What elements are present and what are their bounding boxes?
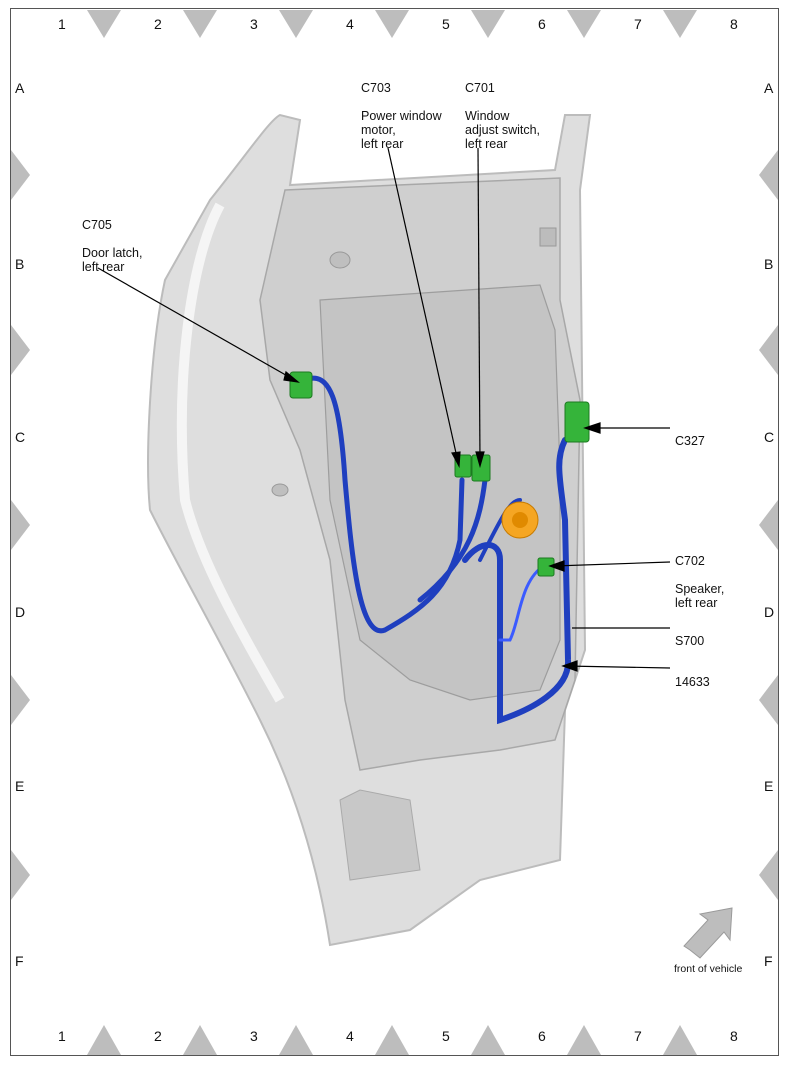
col-label-bottom: 2 — [154, 1028, 162, 1044]
row-label-right: C — [764, 429, 775, 445]
callout-id: C703 — [361, 81, 391, 95]
marker-bottom — [471, 1025, 505, 1055]
grid-markers — [11, 10, 778, 1055]
marker-right — [759, 150, 778, 200]
marker-top — [375, 10, 409, 38]
marker-top — [567, 10, 601, 38]
row-label-left: D — [15, 604, 26, 620]
marker-left — [11, 500, 30, 550]
lower-pocket — [339, 789, 421, 881]
row-label-left: E — [15, 778, 25, 794]
marker-right — [759, 325, 778, 375]
callout-c703: C703 Power window motor, left rear — [361, 67, 442, 165]
callout-s700: S700 — [675, 620, 704, 662]
col-label-top: 7 — [634, 16, 642, 32]
marker-left — [11, 675, 30, 725]
harness-branch-latch — [302, 375, 465, 634]
callout-14633: 14633 — [675, 661, 710, 703]
callout-id: 14633 — [675, 675, 710, 689]
connectors — [289, 371, 590, 577]
door-edge-highlight — [176, 202, 285, 703]
callout-desc: Speaker, left rear — [675, 582, 725, 610]
col-label-bottom: 7 — [634, 1028, 642, 1044]
marker-bottom — [375, 1025, 409, 1055]
marker-bottom — [183, 1025, 217, 1055]
marker-left — [11, 325, 30, 375]
leader-c701 — [477, 147, 481, 463]
marker-top — [663, 10, 697, 38]
callout-id: C327 — [675, 434, 705, 448]
callout-c702: C702 Speaker, left rear — [675, 540, 724, 624]
col-label-top: 4 — [346, 16, 354, 32]
row-label-left: C — [15, 429, 26, 445]
row-label-right: A — [764, 80, 774, 96]
col-label-top: 6 — [538, 16, 546, 32]
col-label-bottom: 1 — [58, 1028, 66, 1044]
bracket — [539, 227, 557, 247]
col-label-bottom: 6 — [538, 1028, 546, 1044]
leader-c702 — [553, 561, 671, 567]
marker-top — [183, 10, 217, 38]
col-label-top: 5 — [442, 16, 450, 32]
col-label-top: 2 — [154, 16, 162, 32]
row-label-right: E — [764, 778, 774, 794]
col-label-bottom: 3 — [250, 1028, 258, 1044]
col-label-bottom: 8 — [730, 1028, 738, 1044]
marker-bottom — [279, 1025, 313, 1055]
col-label-bottom: 5 — [442, 1028, 450, 1044]
leader-14633 — [565, 665, 671, 669]
callout-id: C701 — [465, 81, 495, 95]
marker-right — [759, 500, 778, 550]
marker-top — [87, 10, 121, 38]
callout-id: C705 — [82, 218, 112, 232]
harness-main — [462, 437, 572, 725]
marker-bottom — [87, 1025, 121, 1055]
col-label-top: 1 — [58, 16, 66, 32]
leader-c705 — [97, 267, 299, 383]
marker-right — [759, 850, 778, 900]
marker-top — [471, 10, 505, 38]
connector-c327 — [564, 401, 590, 443]
row-label-right: D — [764, 604, 775, 620]
connector-c705 — [289, 371, 313, 399]
mount-hole — [329, 251, 351, 269]
front-arrow-icon — [683, 907, 733, 959]
harness-branch-switch — [417, 477, 488, 603]
col-label-top: 8 — [730, 16, 738, 32]
speaker-cone — [512, 512, 528, 528]
callout-desc: Power window motor, left rear — [361, 109, 442, 151]
marker-right — [759, 675, 778, 725]
harness-branch-speaker — [498, 563, 547, 642]
leader-c703 — [387, 147, 459, 463]
callout-desc: Door latch, left rear — [82, 246, 143, 274]
marker-bottom — [663, 1025, 697, 1055]
marker-top — [279, 10, 313, 38]
callout-c705: C705 Door latch, left rear — [82, 204, 142, 288]
mount-hole — [271, 483, 289, 497]
row-label-left: A — [15, 80, 25, 96]
row-label-right: F — [764, 953, 773, 969]
diagram-frame — [10, 8, 779, 1056]
row-label-left: F — [15, 953, 24, 969]
callout-id: S700 — [675, 634, 705, 648]
marker-left — [11, 850, 30, 900]
callout-c701: C701 Window adjust switch, left rear — [465, 67, 540, 165]
row-label-right: B — [764, 256, 774, 272]
wiring-harness — [302, 375, 572, 725]
front-of-vehicle-label: front of vehicle — [674, 963, 743, 975]
callout-id: C702 — [675, 554, 705, 568]
leader-lines — [97, 147, 671, 672]
callout-desc: Window adjust switch, left rear — [465, 109, 541, 151]
marker-left — [11, 150, 30, 200]
col-label-top: 3 — [250, 16, 258, 32]
col-label-bottom: 4 — [346, 1028, 354, 1044]
marker-bottom — [567, 1025, 601, 1055]
row-label-left: B — [15, 256, 25, 272]
callout-c327: C327 — [675, 420, 705, 462]
